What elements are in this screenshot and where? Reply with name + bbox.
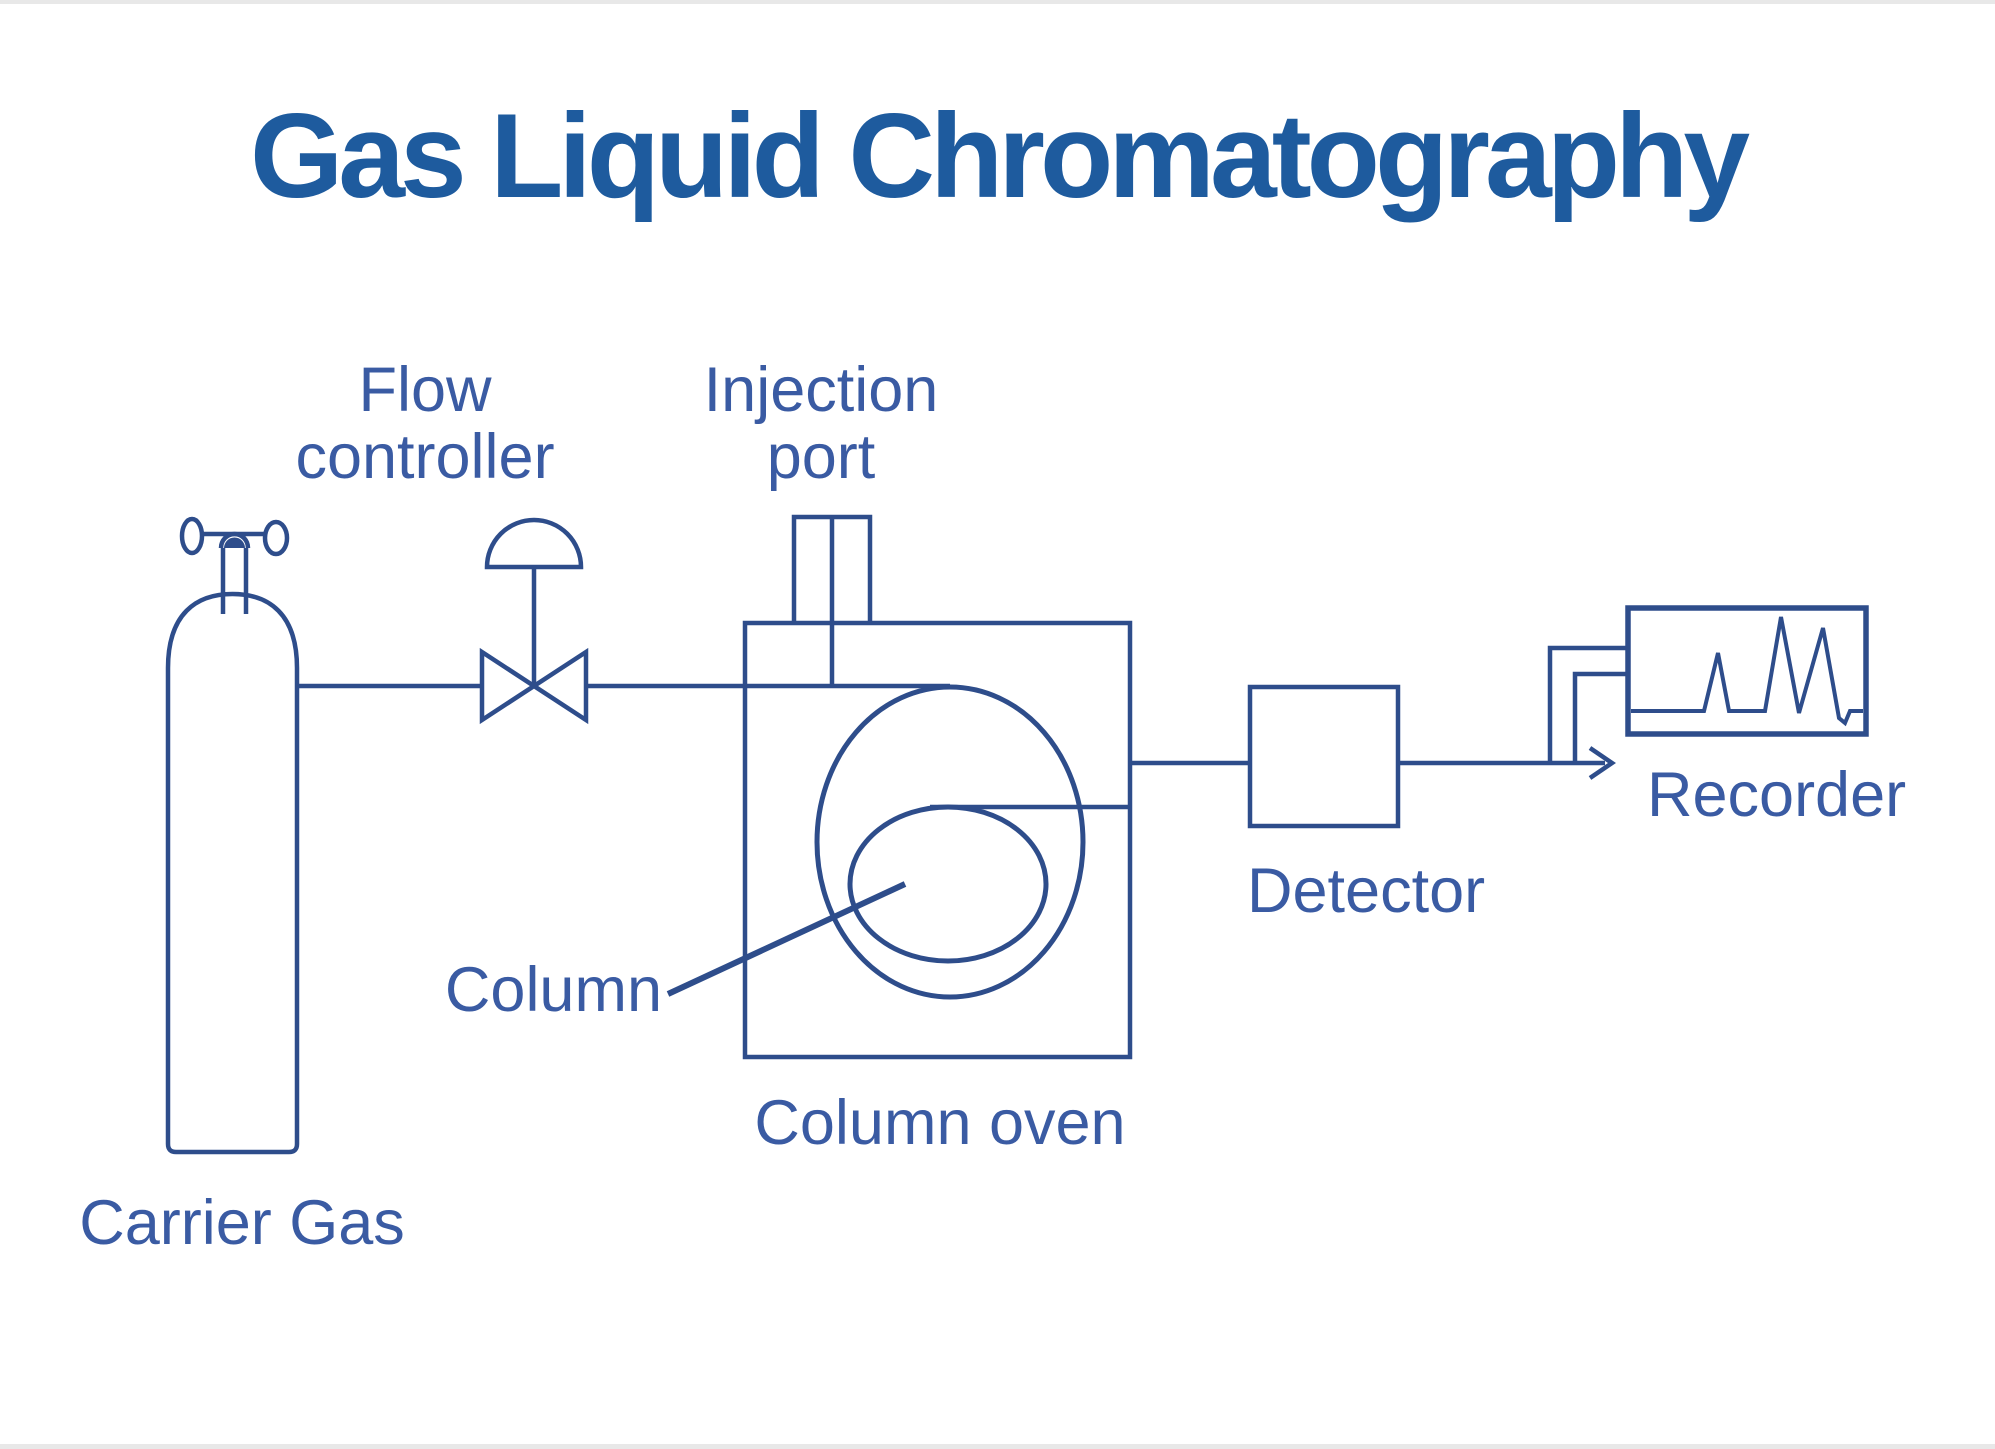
chromatogram-trace bbox=[1631, 616, 1863, 727]
detector-box bbox=[1247, 684, 1401, 829]
injection-port-icon bbox=[791, 514, 873, 687]
recorder-label: Recorder bbox=[1647, 760, 1907, 830]
injection-port-label: Injection port bbox=[703, 355, 939, 492]
page-edge-bottom bbox=[0, 1444, 1995, 1449]
carrier-gas-cylinder-icon bbox=[165, 591, 300, 1155]
column-leader-line bbox=[666, 881, 907, 997]
recorder-icon bbox=[1625, 605, 1869, 737]
detector-label: Detector bbox=[1247, 856, 1486, 926]
recorder-cable bbox=[1547, 645, 1628, 763]
column-oven-box bbox=[742, 620, 1133, 1060]
carrier-gas-label: Carrier Gas bbox=[79, 1188, 405, 1258]
column-label: Column bbox=[444, 955, 662, 1025]
cylinder-valve-icon bbox=[179, 516, 290, 614]
flow-controller-valve-icon bbox=[479, 517, 589, 725]
flow-arrow-icon bbox=[1588, 746, 1616, 780]
flow-controller-label: Flow controller bbox=[295, 355, 555, 492]
page-title: Gas Liquid Chromatography bbox=[249, 89, 1750, 223]
column-oven-label: Column oven bbox=[754, 1088, 1126, 1158]
column-coil-icon bbox=[814, 684, 1130, 1000]
page-edge-top bbox=[0, 0, 1995, 4]
